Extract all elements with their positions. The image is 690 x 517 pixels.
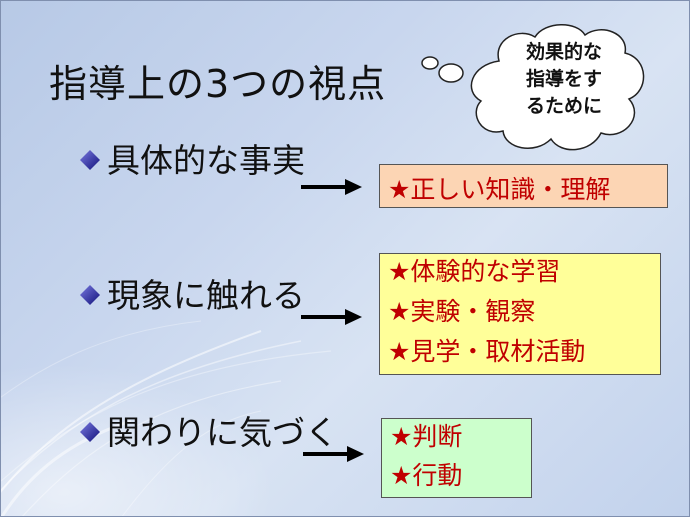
viewpoint-item-3: 関わりに気づく xyxy=(79,406,338,454)
viewpoint-item-1: 具体的な事実 xyxy=(79,134,305,182)
outcome-box-3: ★判断 ★行動 xyxy=(381,418,532,498)
outcome-line: ★体験的な学習 xyxy=(388,257,561,286)
outcome-line: ★判断 xyxy=(390,422,463,451)
viewpoint-label-2: 現象に触れる xyxy=(107,276,305,315)
bubble-line-1: 効果的な xyxy=(525,41,602,63)
outcome-line: ★実験・観察 xyxy=(388,297,536,326)
right-arrow-icon xyxy=(301,309,362,325)
thought-bubble xyxy=(421,24,645,151)
right-arrow-icon xyxy=(301,179,362,195)
outcome-box-1: ★正しい知識・理解 xyxy=(379,164,668,208)
viewpoint-label-3: 関わりに気づく xyxy=(107,413,338,452)
outcome-line: ★行動 xyxy=(390,461,463,490)
thought-bubble-text: 効果的な 指導をす るために xyxy=(489,39,639,120)
diamond-bullet-icon xyxy=(80,284,100,305)
viewpoint-label-1: 具体的な事実 xyxy=(107,141,305,180)
outcome-box-2: ★体験的な学習 ★実験・観察 ★見学・取材活動 xyxy=(379,253,661,375)
bubble-line-3: るために xyxy=(525,95,602,117)
outcome-line: ★見学・取材活動 xyxy=(388,337,586,366)
diamond-bullet-icon xyxy=(80,149,100,170)
right-arrow-icon xyxy=(303,446,364,462)
outcome-line: ★正しい知識・理解 xyxy=(388,175,611,204)
viewpoint-item-2: 現象に触れる xyxy=(79,269,305,317)
diamond-bullet-icon xyxy=(80,421,100,442)
slide-title: 指導上の3つの視点 xyxy=(49,62,387,106)
bubble-line-2: 指導をす xyxy=(525,68,602,90)
